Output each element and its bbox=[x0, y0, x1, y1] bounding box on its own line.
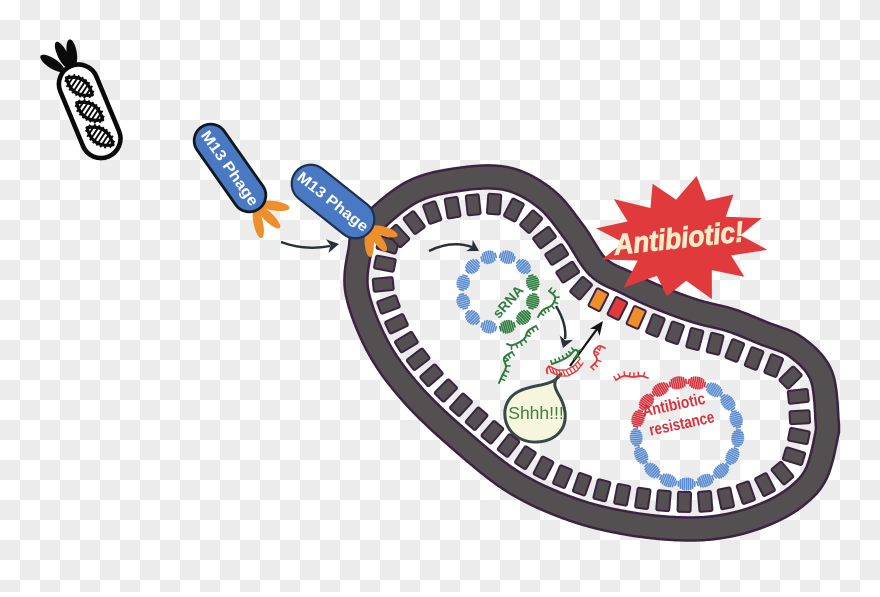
svg-text:Shhh!!!: Shhh!!! bbox=[508, 403, 563, 423]
